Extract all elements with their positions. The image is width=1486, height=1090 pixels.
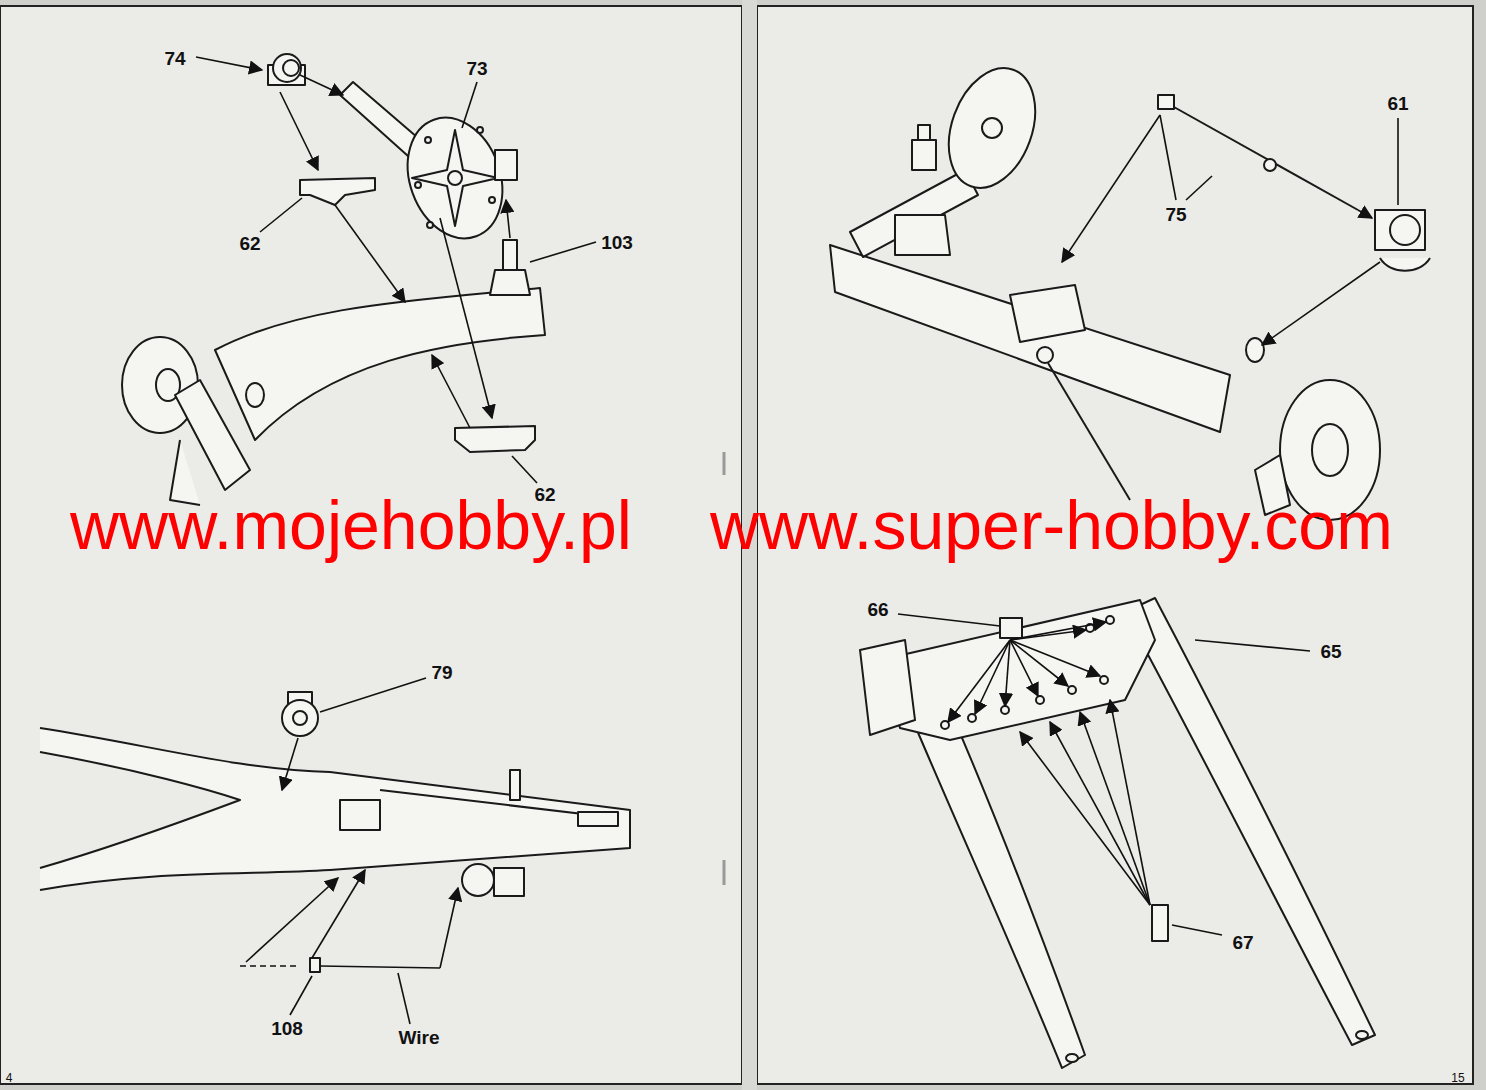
housing-part [1375, 210, 1430, 271]
axle-hub-part [340, 82, 518, 252]
page-number: 4 [6, 1072, 13, 1084]
callout-number: 108 [271, 1019, 303, 1038]
watermark: www.mojehobby.pl [70, 491, 632, 559]
cylinder-part [490, 240, 530, 295]
watermark: www.super-hobby.com [710, 491, 1393, 559]
bearing-cap-part [268, 54, 305, 85]
callout-number: 62 [239, 234, 260, 253]
left-page [0, 6, 742, 1084]
clip-part [310, 958, 320, 972]
callout-number: 61 [1387, 94, 1408, 113]
trail-legs-drawing [860, 598, 1375, 1068]
trail-arm-drawing [122, 288, 545, 505]
part-name: Wire [398, 1028, 439, 1047]
axle-assembly-drawing [830, 56, 1380, 520]
motor-part [282, 692, 318, 736]
callout-number: 65 [1320, 642, 1341, 661]
small-part [1152, 905, 1168, 941]
callout-number: 73 [466, 59, 487, 78]
callout-number: 66 [867, 600, 888, 619]
frame-drawing [40, 728, 630, 890]
rod-part [1158, 95, 1358, 210]
saddle-bracket-part [300, 178, 375, 205]
callout-number: 67 [1232, 933, 1253, 952]
callout-number: 103 [601, 233, 633, 252]
drum-part [462, 864, 524, 896]
page-number: 15 [1451, 1072, 1464, 1084]
callout-number: 75 [1165, 205, 1186, 224]
small-part [1000, 618, 1022, 638]
staple [723, 452, 726, 475]
callout-number: 74 [164, 49, 185, 68]
callout-number: 79 [431, 663, 452, 682]
staple [723, 860, 726, 885]
saddle-bracket-part [455, 426, 535, 452]
